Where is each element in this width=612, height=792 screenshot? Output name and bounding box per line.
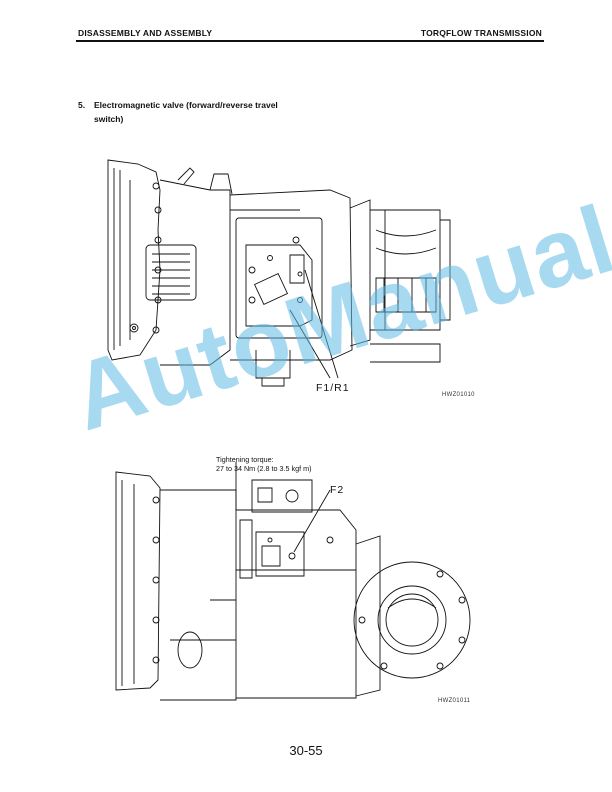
page-number: 30-55 (289, 743, 323, 758)
figure-2-callout: F2 (330, 484, 345, 496)
page-header-right: TORQFLOW TRANSMISSION (420, 28, 542, 38)
section-title: 5. Electromagnetic valve (forward/reverse… (78, 98, 328, 126)
figure-1-code: HWZ01010 (442, 392, 475, 398)
header-rule (76, 40, 544, 42)
torque-value: 27 to 34 Nm (2.8 to 3.5 kgf m) (216, 464, 312, 473)
section-title-line1: Electromagnetic valve (forward/reverse t… (94, 100, 278, 110)
figure-1-drawing (0, 150, 612, 420)
figure-2: F2 HWZ01011 (0, 440, 612, 725)
tightening-torque-note: Tightening torque: 27 to 34 Nm (2.8 to 3… (216, 455, 311, 473)
page-header-left: DISASSEMBLY AND ASSEMBLY (78, 28, 213, 38)
figure-1-callout: F1/R1 (316, 382, 350, 394)
figure-1: F1/R1 HWZ01010 (0, 150, 612, 425)
section-number: 5. (78, 100, 86, 110)
figure-2-drawing (0, 440, 612, 720)
torque-label: Tightening torque: (216, 455, 274, 464)
figure-2-code: HWZ01011 (438, 698, 471, 704)
section-title-line2: switch) (94, 114, 124, 124)
